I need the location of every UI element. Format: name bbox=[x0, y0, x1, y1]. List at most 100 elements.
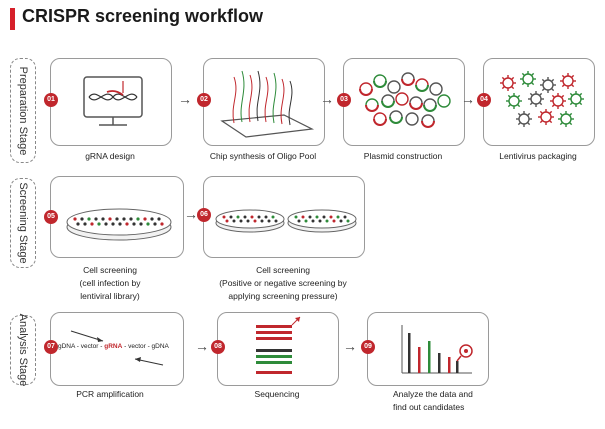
cell-dot bbox=[83, 222, 87, 226]
cell-dot bbox=[115, 217, 119, 221]
cell-dot bbox=[153, 222, 157, 226]
plasmid-insert bbox=[389, 116, 403, 124]
cell-dot bbox=[80, 217, 84, 221]
virus-capsid bbox=[562, 75, 574, 87]
cell-dot bbox=[122, 217, 126, 221]
plasmid-ring bbox=[395, 92, 409, 106]
step-05-caption: Cell screening (cell infection by lentiv… bbox=[50, 264, 170, 303]
virus-capsid bbox=[518, 113, 530, 125]
virus-capsid bbox=[560, 113, 572, 125]
plasmid-icon bbox=[359, 72, 451, 128]
cell-dot bbox=[129, 217, 133, 221]
virus-capsid bbox=[552, 95, 564, 107]
virus-capsid bbox=[508, 95, 520, 107]
arrow-07-08: → bbox=[195, 338, 209, 354]
virus-capsid bbox=[502, 77, 514, 89]
step-07-box: gDNA - vector - gRNA - vector - gDNA bbox=[50, 312, 184, 386]
cell-dot-right-dish bbox=[329, 215, 333, 219]
cell-dot-right-dish bbox=[322, 215, 326, 219]
step-08-caption: Sequencing bbox=[254, 389, 300, 399]
cell-dot-left-dish bbox=[264, 215, 268, 219]
cell-dot-right-dish bbox=[332, 219, 336, 223]
stage-label-preparation-text: Preparation Stage bbox=[17, 66, 29, 155]
cell-dot-right-dish bbox=[346, 219, 350, 223]
plasmid-insert bbox=[359, 88, 373, 96]
cell-dot-right-dish bbox=[304, 219, 308, 223]
seq-grna: gRNA bbox=[104, 343, 123, 350]
step-05-caption-line2: (cell infection by bbox=[79, 278, 141, 288]
seq-gdna-vector: gDNA - vector - bbox=[58, 343, 105, 350]
pcr-sequence: gDNA - vector - gRNA - vector - gDNA bbox=[58, 343, 169, 350]
step-04-badge: 04 bbox=[477, 93, 491, 107]
plasmid-insert bbox=[415, 84, 429, 92]
step-04-caption: Lentivirus packaging bbox=[499, 151, 577, 161]
cell-dot-right-dish bbox=[308, 215, 312, 219]
step-05-caption-line3: lentiviral library) bbox=[80, 291, 140, 301]
virus-capsid bbox=[570, 93, 582, 105]
plasmid-insert bbox=[373, 80, 387, 88]
cell-dot-left-dish bbox=[236, 215, 240, 219]
lentivirus-icon bbox=[500, 71, 584, 127]
step-07-badge: 07 bbox=[44, 340, 58, 354]
cell-dot-left-dish bbox=[243, 215, 247, 219]
plasmid-ring bbox=[387, 80, 401, 94]
step-09-badge: 09 bbox=[361, 340, 375, 354]
cell-dot-left-dish bbox=[222, 215, 226, 219]
step-09-caption-line1: Analyze the data and bbox=[393, 389, 473, 399]
stage-label-screening: Screening Stage bbox=[10, 178, 36, 268]
sequencing-icon bbox=[256, 316, 301, 374]
plasmid-ring bbox=[405, 112, 419, 126]
cell-dot bbox=[108, 217, 112, 221]
data-analysis-icon bbox=[401, 325, 473, 374]
cell-dot bbox=[146, 222, 150, 226]
cell-dot-left-dish bbox=[225, 219, 229, 223]
cell-dot-left-dish bbox=[232, 219, 236, 223]
cell-dot bbox=[136, 217, 140, 221]
seq-vector-gdna: - vector - gDNA bbox=[122, 343, 169, 350]
cell-dot bbox=[160, 222, 164, 226]
step-02-caption: Chip synthesis of Oligo Pool bbox=[209, 151, 317, 161]
arrow-03-04: → bbox=[461, 91, 475, 107]
cell-dot-right-dish bbox=[336, 215, 340, 219]
oligo-chip-icon bbox=[220, 70, 315, 138]
stage-label-screening-text: Screening Stage bbox=[17, 182, 29, 264]
petri-dish-icon bbox=[66, 208, 172, 241]
plasmid-ring bbox=[429, 82, 443, 96]
cell-dot bbox=[76, 222, 80, 226]
cell-dot bbox=[101, 217, 105, 221]
stage-label-preparation: Preparation Stage bbox=[10, 58, 36, 163]
arrow-01-02: → bbox=[178, 91, 192, 107]
cell-dot-left-dish bbox=[246, 219, 250, 223]
step-08-box bbox=[217, 312, 339, 386]
page-title: CRISPR screening workflow bbox=[22, 6, 264, 26]
step-04-box bbox=[483, 58, 595, 146]
step-03-caption: Plasmid construction bbox=[363, 151, 443, 161]
pcr-primer-icon bbox=[70, 330, 164, 366]
arrow-05-06: → bbox=[184, 206, 198, 222]
step-02-box bbox=[203, 58, 325, 146]
plasmid-insert bbox=[365, 104, 379, 112]
plasmid-insert bbox=[423, 104, 437, 112]
cell-dot-left-dish bbox=[267, 219, 271, 223]
plasmid-insert bbox=[381, 100, 395, 108]
cell-dot-right-dish bbox=[343, 215, 347, 219]
virus-capsid bbox=[542, 79, 554, 91]
cell-dot-left-dish bbox=[250, 215, 254, 219]
step-02-badge: 02 bbox=[197, 93, 211, 107]
cell-dot bbox=[90, 222, 94, 226]
cell-dot bbox=[97, 222, 101, 226]
step-07-caption: PCR amplification bbox=[76, 389, 144, 399]
cell-dot bbox=[143, 217, 147, 221]
cell-dot bbox=[125, 222, 129, 226]
virus-capsid bbox=[540, 111, 552, 123]
step-09-caption-line2: find out candidates bbox=[393, 402, 465, 412]
step-06-caption: Cell screening (Positive or negative scr… bbox=[198, 264, 368, 303]
plasmid-insert bbox=[421, 120, 435, 128]
plasmid-insert bbox=[409, 102, 423, 110]
plasmid-insert bbox=[373, 118, 387, 126]
cell-dot-right-dish bbox=[294, 215, 298, 219]
stage-label-analysis-text: Analysis Stage bbox=[17, 313, 29, 387]
arrow-08-09: → bbox=[343, 338, 357, 354]
step-06-caption-line2: (Positive or negative screening by bbox=[219, 278, 347, 288]
cell-dot-left-dish bbox=[257, 215, 261, 219]
